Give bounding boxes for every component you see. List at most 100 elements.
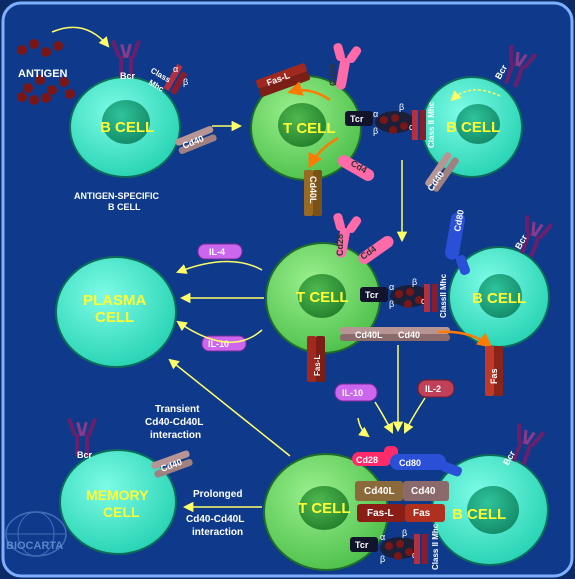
cd40l-cd40-middle xyxy=(340,327,450,341)
tcr-mhc-complex-middle xyxy=(390,285,430,308)
t-cell-label-middle: T CELL xyxy=(296,289,349,306)
il4-tag xyxy=(197,243,243,260)
arrow-internal-b xyxy=(450,89,501,102)
t-cell-middle xyxy=(265,242,381,354)
antigen-arrow xyxy=(51,26,110,48)
tcr-box-top xyxy=(345,111,373,126)
transient-label-1: Transient xyxy=(155,404,200,415)
alpha-label-mid-2: α xyxy=(421,296,426,306)
class2-mhc-bottom xyxy=(414,534,428,564)
fas-l-middle xyxy=(307,336,325,382)
cd40l-top xyxy=(304,170,322,216)
beta-label-bot-2: β xyxy=(402,528,407,538)
fas-l-label-middle: Fas-L xyxy=(313,355,322,376)
cd4-top xyxy=(337,155,375,181)
il4-label: IL-4 xyxy=(209,247,225,257)
watermark-label: BIOCARTA xyxy=(6,540,63,552)
beta-label-top-1: β xyxy=(373,126,378,136)
antigen-specific-label-2: B CELL xyxy=(108,202,141,212)
class2-mhc-label-middle: ClassII Mhc xyxy=(439,273,448,318)
prolonged-label-1: Prolonged xyxy=(193,489,242,500)
cd40-label-bottom: Cd40 xyxy=(411,486,436,497)
antigen-label: ANTIGEN xyxy=(18,68,68,80)
cd28-middle xyxy=(333,213,362,258)
beta-label-mid-2: β xyxy=(412,277,417,287)
bcr-label-4: Bcr xyxy=(77,450,93,460)
arrow-il10-down xyxy=(374,401,393,434)
memory-cell xyxy=(59,449,177,555)
cd80-bottom xyxy=(390,454,462,477)
b-cell-middle-right xyxy=(448,246,550,348)
cd40l-label-bottom: Cd40L xyxy=(364,486,395,497)
cd80-label-middle: Cd80 xyxy=(452,209,466,232)
cd40-memory xyxy=(151,450,193,478)
prolonged-label-3: interaction xyxy=(192,527,243,538)
fas-label-middle: Fas xyxy=(489,368,499,384)
il10-label-2: IL-10 xyxy=(342,388,363,398)
plasma-label-2: CELL xyxy=(95,309,134,326)
alpha-label-1: α xyxy=(173,64,178,74)
antigen-specific-label-1: ANTIGEN-SPECIFIC xyxy=(74,191,160,201)
cd40-label-middle: Cd40 xyxy=(398,330,420,340)
class2-mhc-label-bottom: Class II Mhc xyxy=(431,523,440,570)
arrow-il10-curve xyxy=(176,320,263,343)
arrow-to-plasma-diag xyxy=(168,358,291,457)
class2-mhc-middle xyxy=(424,284,438,312)
tcr-label-bottom: Tcr xyxy=(355,540,369,550)
t-cell-top xyxy=(250,75,362,181)
b-cell-antigen-specific xyxy=(69,76,181,178)
transient-label-2: Cd40-Cd40L xyxy=(145,417,203,428)
il2-label: IL-2 xyxy=(425,384,441,394)
tcr-box-bottom xyxy=(350,537,378,552)
t-cell-label-bottom: T CELL xyxy=(298,500,351,517)
biocarta-logo xyxy=(5,511,67,557)
prolonged-label-2: Cd40-Cd40L xyxy=(186,514,244,525)
cd28-label-bottom: Cd28 xyxy=(356,455,378,465)
alpha-label-top-1: α xyxy=(373,109,378,119)
il2-tag xyxy=(417,379,455,398)
cd28-top xyxy=(333,43,362,90)
beta-label-mid-1: β xyxy=(389,299,394,309)
fas-label-bottom: Fas xyxy=(413,508,431,519)
fas-l-fas-bottom xyxy=(357,504,445,522)
class2-mhc-top xyxy=(412,110,426,140)
cd40-top-right xyxy=(425,152,459,192)
cd40l-label-top: Cd40L xyxy=(308,176,318,204)
alpha-label-top-2: α xyxy=(409,122,414,132)
transient-label-3: interaction xyxy=(150,430,201,441)
cd40l-label-middle: Cd40L xyxy=(355,330,383,340)
fas-l-label-bottom: Fas-L xyxy=(367,508,394,519)
antigen-cluster xyxy=(17,39,75,105)
beta-label-top-2: β xyxy=(399,102,404,112)
arrow-orange-cd40l xyxy=(308,136,339,169)
tcr-box-middle xyxy=(360,287,388,302)
arrow-il10-left xyxy=(357,417,370,438)
b-cell-label-bottom-right: B CELL xyxy=(452,506,506,523)
b-cell-label-top-right: B CELL xyxy=(446,119,500,136)
il10-tag-2 xyxy=(334,383,378,402)
cd28-label-middle: Cd28 xyxy=(335,234,345,256)
arrow-il2-down xyxy=(404,397,426,434)
b-cell-label-middle-right: B CELL xyxy=(472,290,526,307)
cd4-middle xyxy=(358,235,394,265)
class2-mhc-1 xyxy=(163,63,188,95)
cd80-label-bottom: Cd80 xyxy=(399,458,421,468)
arrow-orange-fas-middle xyxy=(437,330,493,348)
alpha-label-mid-1: α xyxy=(389,282,394,292)
tcr-label-top: Tcr xyxy=(350,114,364,124)
beta-label-1: β xyxy=(183,77,188,87)
tcr-label-middle: Tcr xyxy=(365,290,379,300)
cd80-middle xyxy=(445,212,470,275)
beta-label-bot-1: β xyxy=(380,554,385,564)
plasma-cell xyxy=(55,256,177,368)
t-cell-label-top: T CELL xyxy=(283,120,336,137)
cd40l-cd40-bottom xyxy=(355,481,449,501)
cd40-receptor-1 xyxy=(175,125,217,155)
tcr-mhc-complex-bottom xyxy=(380,537,420,560)
memory-label-1: MEMORY xyxy=(86,487,149,503)
class2-mhc-label-top: Class II Mhc xyxy=(427,101,436,148)
cd28-label-top: Cd28 xyxy=(328,64,338,86)
bcr-label-1: Bcr xyxy=(120,71,136,81)
fas-middle xyxy=(485,346,503,396)
